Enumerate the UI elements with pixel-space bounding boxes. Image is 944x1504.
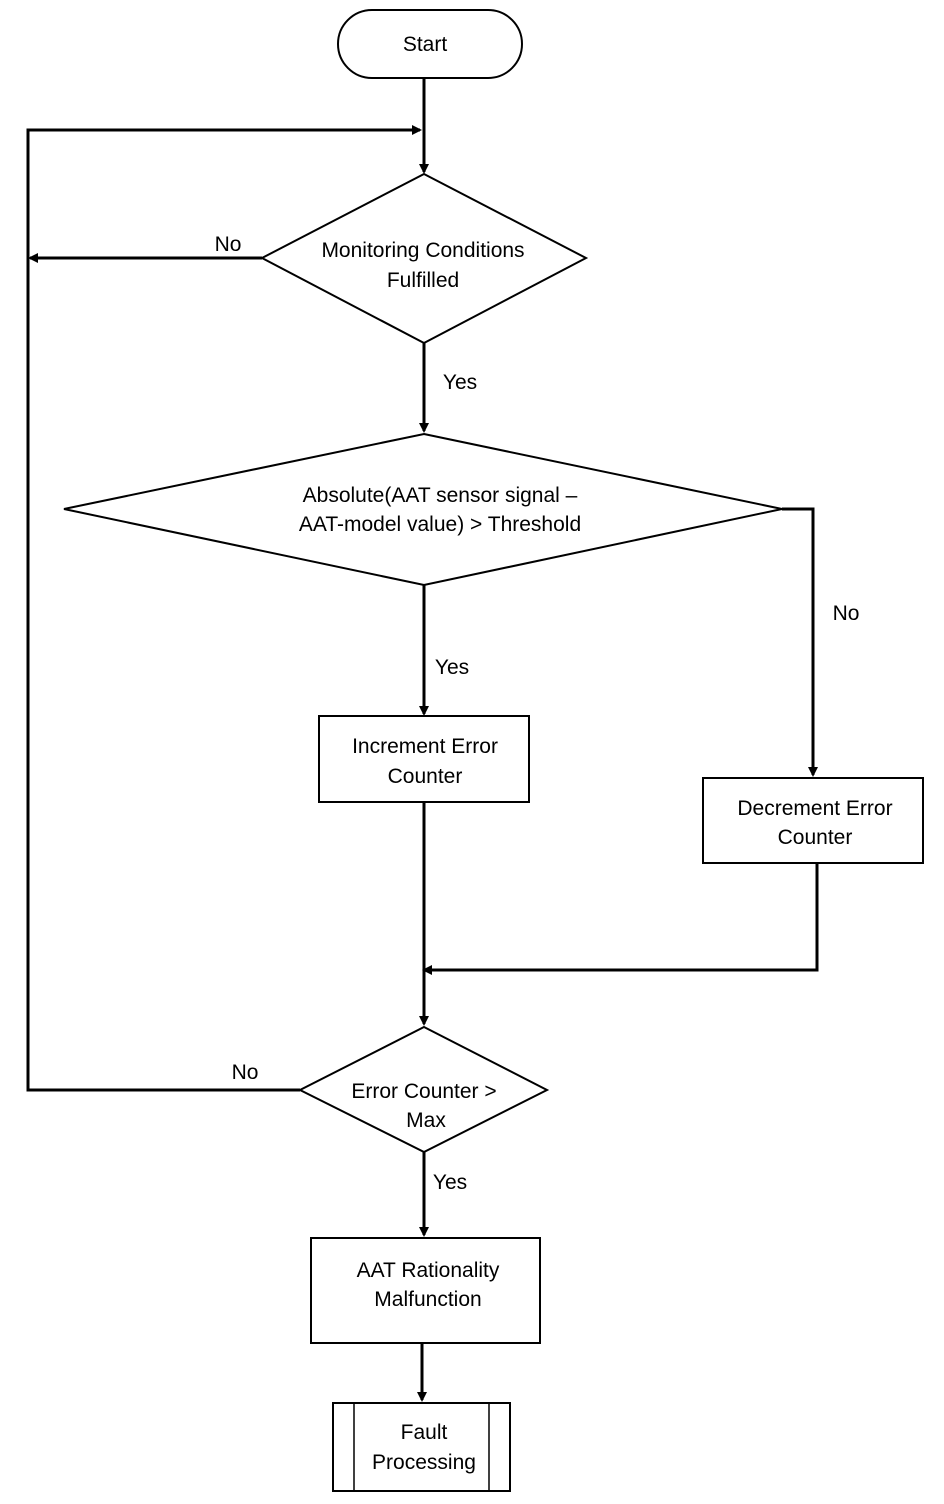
edge-decrement-to-merge: [422, 863, 819, 975]
monitoring-line-2: Fulfilled: [387, 269, 459, 292]
threshold-decision: Absolute(AAT sensor signal – AAT-model v…: [63, 432, 783, 587]
counter-no-label: No: [232, 1061, 259, 1084]
threshold-no-label: No: [833, 602, 860, 625]
decrement-line-2: Counter: [778, 826, 853, 849]
threshold-line-1: Absolute(AAT sensor signal –: [303, 484, 578, 507]
threshold-line-2: AAT-model value) > Threshold: [299, 513, 581, 536]
malfunction-line-1: AAT Rationality: [357, 1259, 500, 1282]
edge-threshold-no: [782, 507, 818, 777]
increment-line-1: Increment Error: [352, 735, 498, 758]
threshold-yes-label: Yes: [435, 656, 469, 679]
monitoring-line-1: Monitoring Conditions: [321, 239, 524, 262]
increment-line-2: Counter: [388, 765, 463, 788]
decrement-line-1: Decrement Error: [737, 797, 892, 820]
increment-error-counter-box: Increment Error Counter: [318, 715, 530, 803]
start-label: Start: [403, 33, 448, 56]
start-terminal: Start: [337, 9, 523, 79]
fault-processing-box: Fault Processing: [332, 1402, 511, 1492]
monitoring-yes-label: Yes: [443, 371, 477, 394]
counter-check-line-2: Max: [406, 1109, 446, 1132]
aat-rationality-malfunction-box: AAT Rationality Malfunction: [310, 1237, 541, 1344]
decrement-error-counter-box: Decrement Error Counter: [702, 777, 924, 864]
error-counter-max-decision: Error Counter > Max: [297, 1025, 550, 1154]
malfunction-line-2: Malfunction: [374, 1288, 481, 1311]
fault-line-1: Fault: [401, 1421, 448, 1444]
monitoring-conditions-decision: Monitoring Conditions Fulfilled: [259, 172, 589, 345]
edge-loop-back: [26, 125, 422, 1092]
counter-yes-label: Yes: [433, 1171, 467, 1194]
counter-check-line-1: Error Counter >: [351, 1080, 496, 1103]
fault-line-2: Processing: [372, 1451, 476, 1474]
monitoring-no-label: No: [215, 233, 242, 256]
